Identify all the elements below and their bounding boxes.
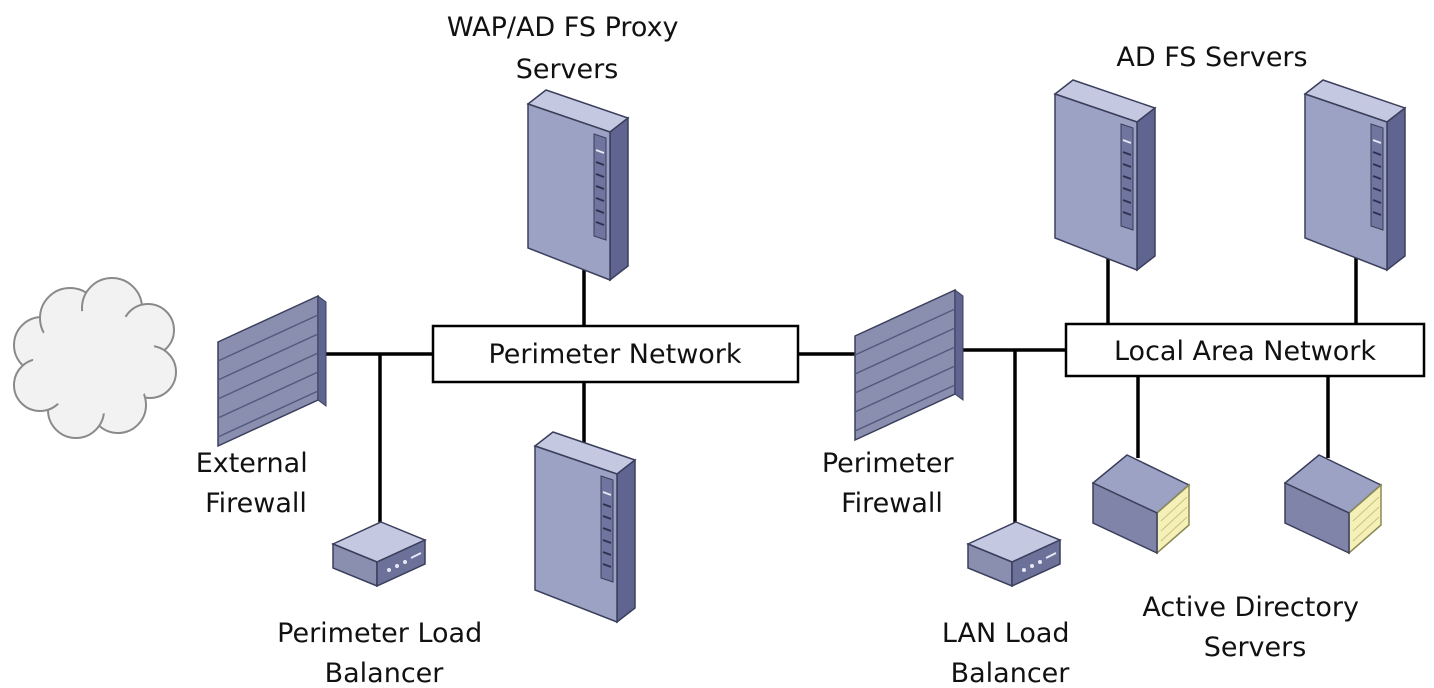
- adfs-server-2-icon: [1304, 79, 1406, 271]
- external-firewall-label: External Firewall: [196, 448, 317, 519]
- external-firewall-icon: [217, 295, 327, 447]
- wap-proxy-server-bottom-icon: [534, 431, 636, 623]
- active-directory-servers-label: Active Directory Servers: [1142, 592, 1367, 663]
- perimeter-firewall-icon: [854, 289, 964, 441]
- lan-load-balancer-icon: [967, 521, 1061, 587]
- perimeter-network-label: Perimeter Network: [488, 339, 741, 370]
- local-area-network-label: Local Area Network: [1114, 336, 1376, 367]
- perimeter-firewall-label: Perimeter Firewall: [822, 448, 962, 519]
- wap-proxy-label: WAP/AD FS Proxy Servers: [447, 12, 687, 85]
- adfs-server-1-icon: [1054, 79, 1156, 271]
- cloud-icon: [13, 277, 177, 439]
- adfs-servers-label: AD FS Servers: [1116, 42, 1307, 73]
- perimeter-load-balancer-label: Perimeter Load Balancer: [277, 618, 491, 688]
- perimeter-network-box: Perimeter Network: [431, 324, 800, 384]
- active-directory-book-1-icon: [1092, 454, 1190, 554]
- perimeter-load-balancer-icon: [332, 521, 426, 587]
- active-directory-book-2-icon: [1284, 454, 1382, 554]
- wap-proxy-server-top-icon: [527, 89, 629, 281]
- lan-load-balancer-label: LAN Load Balancer: [942, 618, 1078, 688]
- local-area-network-box: Local Area Network: [1064, 322, 1426, 378]
